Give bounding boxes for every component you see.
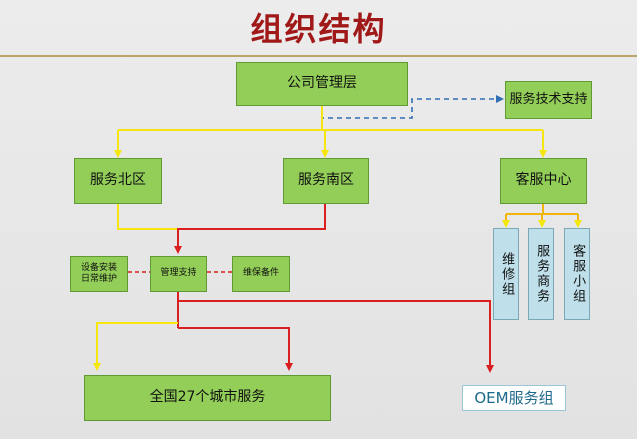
link-yellow-cities: [93, 322, 178, 371]
node-repair-parts: 维保备件: [232, 256, 290, 292]
node-maintenance-group: 维修组: [493, 228, 519, 320]
page-title: 组织结构: [250, 10, 387, 48]
node-management-support: 管理支持: [150, 256, 207, 292]
node-maintenance-group-label: 维修组: [499, 251, 515, 297]
title-divider: [0, 55, 637, 57]
node-management: 公司管理层: [236, 62, 408, 106]
link-south-support: [174, 204, 326, 254]
link-to-oem: [178, 300, 494, 373]
node-national-cities: 全国27个城市服务: [84, 375, 331, 421]
node-oem-group: OEM服务组: [462, 385, 566, 411]
node-south-region: 服务南区: [283, 158, 369, 204]
link-to-cities: [178, 327, 293, 371]
node-north-region: 服务北区: [74, 158, 162, 204]
node-install-maintenance: 设备安装 日常维护: [70, 256, 128, 292]
node-customer-center: 客服中心: [500, 158, 587, 204]
node-cs-team: 客服小组: [564, 228, 590, 320]
node-service-business: 服务商务: [528, 228, 554, 320]
node-tech-support: 服务技术支持: [505, 81, 592, 119]
node-cs-team-label: 客服小组: [570, 244, 586, 304]
link-north-support: [117, 204, 178, 230]
node-service-business-label: 服务商务: [534, 244, 550, 304]
dashed-link-tech-support: [321, 95, 504, 119]
